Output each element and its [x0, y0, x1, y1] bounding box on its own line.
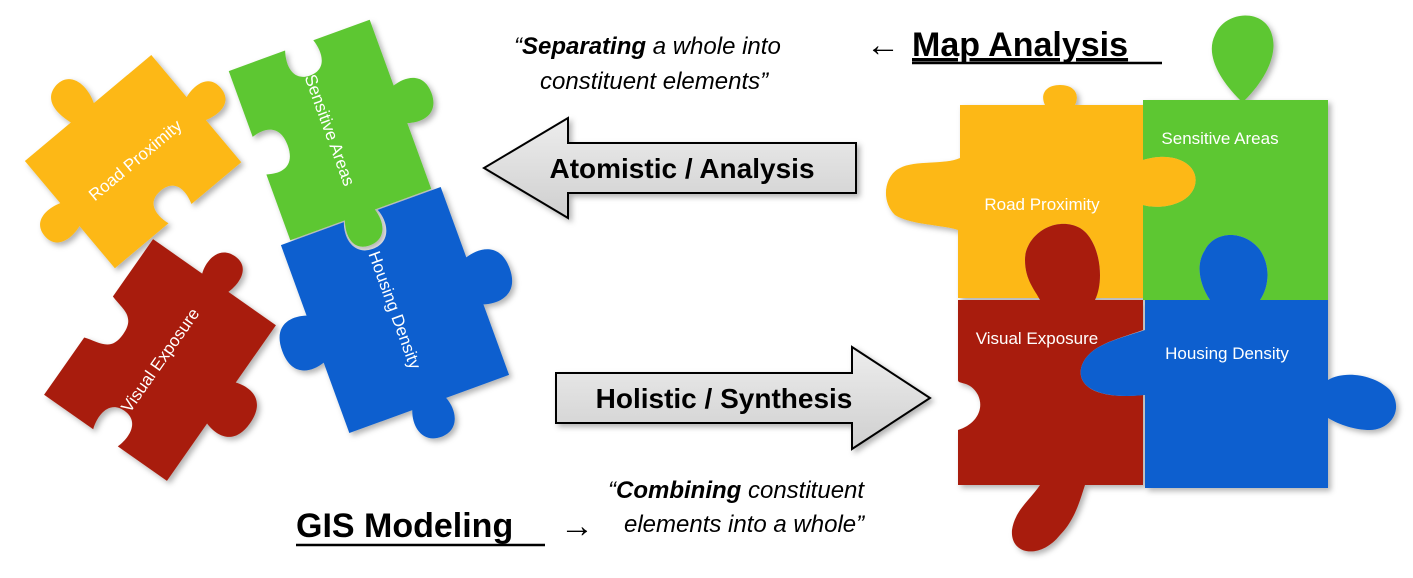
piece-sensitive-areas-shape	[228, 19, 434, 247]
combining-quote-open: “	[608, 477, 618, 504]
combining-quote-emphasis: Combining	[616, 477, 742, 504]
scattered-piece-road-proximity: Road Proximity	[24, 54, 242, 269]
piece-visual-exposure-shape	[44, 239, 276, 481]
piece-housing-density-shape	[279, 186, 513, 439]
scattered-piece-housing-density: Housing Density	[279, 186, 513, 439]
combining-quote: “Combining constituent elements into a w…	[608, 477, 865, 538]
gis-modeling-title: GIS Modeling	[296, 507, 513, 545]
separating-quote-line2: constituent elements”	[540, 68, 769, 95]
piece-road-proximity-shape	[24, 54, 242, 269]
scattered-piece-sensitive-areas: Sensitive Areas	[228, 19, 434, 247]
gis-modeling-heading: GIS Modeling →	[296, 507, 594, 547]
combining-quote-rest: constituent	[741, 477, 865, 504]
assembled-visual-exposure-label: Visual Exposure	[976, 329, 1099, 348]
scattered-puzzle-group: Road Proximity Sensitive Areas Housing D…	[24, 19, 513, 481]
map-analysis-title: Map Analysis	[912, 26, 1128, 64]
assembled-piece-housing-density	[1080, 235, 1397, 488]
map-analysis-heading: ← Map Analysis	[866, 26, 1162, 65]
combining-quote-line2: elements into a whole”	[624, 511, 865, 538]
assembled-road-proximity-label: Road Proximity	[984, 195, 1100, 214]
assembled-piece-road-proximity	[885, 85, 1196, 298]
scattered-piece-visual-exposure: Visual Exposure	[44, 239, 276, 481]
separating-quote-emphasis: Separating	[522, 33, 646, 60]
separating-quote-rest: a whole into	[646, 33, 781, 60]
separating-quote: “Separating a whole into constituent ele…	[514, 33, 781, 95]
assembled-piece-sensitive-areas	[1143, 15, 1328, 300]
left-arrow-label: Atomistic / Analysis	[549, 153, 814, 184]
gis-modeling-arrow-icon: →	[560, 507, 594, 545]
separating-quote-open: “	[514, 33, 524, 60]
assembled-sensitive-areas-label: Sensitive Areas	[1161, 129, 1278, 148]
assembled-piece-visual-exposure	[958, 223, 1143, 552]
combining-quote-line1: “Combining constituent	[608, 477, 865, 504]
atomistic-analysis-arrow: Atomistic / Analysis	[482, 116, 857, 220]
separating-quote-line1: “Separating a whole into	[514, 33, 781, 60]
holistic-synthesis-arrow: Holistic / Synthesis	[555, 345, 932, 451]
right-arrow-shape	[555, 345, 932, 451]
right-arrow-label: Holistic / Synthesis	[596, 383, 853, 414]
map-analysis-arrow-icon: ←	[866, 26, 900, 64]
assembled-puzzle-group: Sensitive Areas Road Proximity Visual Ex…	[885, 15, 1397, 552]
assembled-housing-density-label: Housing Density	[1165, 344, 1289, 363]
left-arrow-shape	[482, 116, 857, 220]
